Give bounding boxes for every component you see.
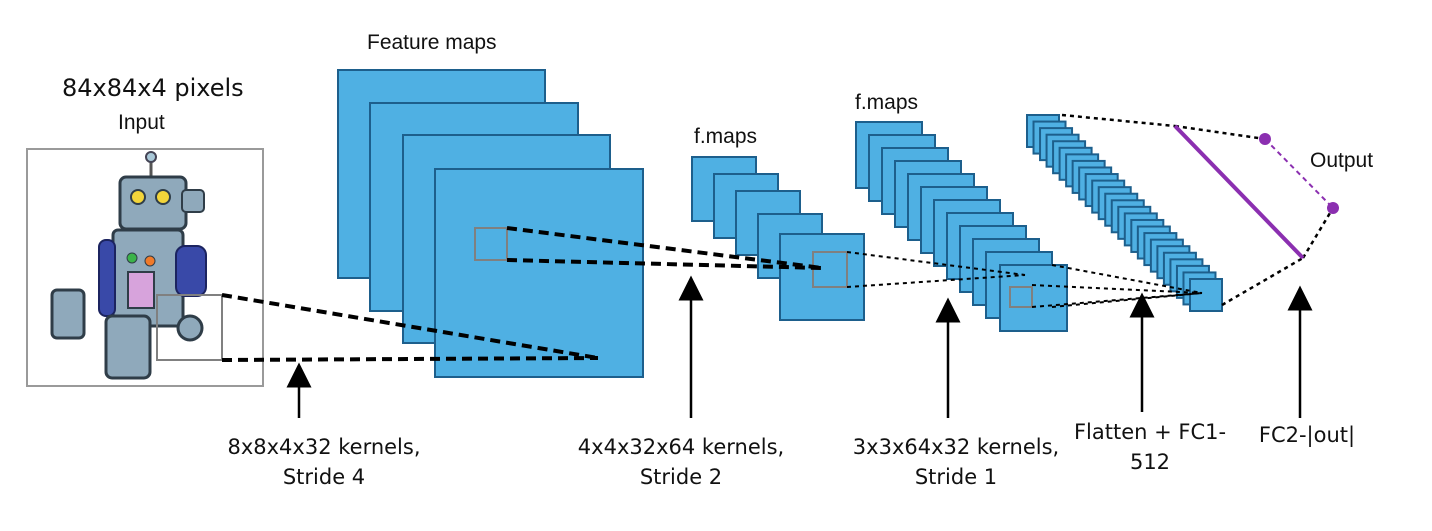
output-node — [1327, 202, 1339, 214]
feature-map — [999, 264, 1068, 332]
input-label: Input — [118, 111, 165, 134]
caption-conv1-line1: 8x8x4x32 kernels, — [227, 435, 421, 459]
caption-conv1: 8x8x4x32 kernels, Stride 4 — [209, 432, 439, 492]
pointer-arrows — [286, 275, 1313, 418]
conv2-label: f.maps — [694, 125, 758, 148]
conv1-label: Feature maps — [367, 31, 497, 54]
caption-conv1-line2: Stride 4 — [282, 465, 366, 489]
output-layer — [1173, 124, 1339, 260]
fc1-unit — [1189, 278, 1223, 312]
feature-maps-conv1 — [337, 69, 644, 378]
caption-conv3-line1: 3x3x64x32 kernels, — [852, 435, 1060, 459]
receptive-field-1 — [156, 294, 223, 361]
receptive-field-2 — [474, 227, 508, 261]
caption-conv2: 4x4x32x64 kernels, Stride 2 — [565, 432, 797, 492]
receptive-field-4 — [1009, 286, 1033, 308]
input-size-label: 84x84x4 pixels — [62, 74, 244, 102]
conv3-label: f.maps — [855, 91, 919, 114]
output-node — [1259, 133, 1271, 145]
caption-conv2-line2: Stride 2 — [639, 465, 723, 489]
output-label: Output — [1310, 149, 1374, 172]
caption-fc2: FC2-|out| — [1240, 420, 1374, 450]
output-connector — [1264, 138, 1334, 209]
caption-fc1-line1: Flatten + FC1- — [1073, 420, 1227, 444]
caption-fc2-line1: FC2-|out| — [1258, 423, 1356, 447]
input-image — [26, 148, 264, 387]
feature-maps-conv2 — [691, 156, 865, 321]
caption-fc1: Flatten + FC1- 512 — [1062, 417, 1238, 477]
caption-conv3: 3x3x64x32 kernels, Stride 1 — [839, 432, 1073, 492]
caption-conv2-line1: 4x4x32x64 kernels, — [577, 435, 785, 459]
fc2-weights-line — [1173, 124, 1305, 260]
fc1-layer — [1026, 114, 1223, 312]
caption-fc1-line2: 512 — [1129, 450, 1171, 474]
projection-lines — [221, 113, 1335, 362]
caption-conv3-line2: Stride 1 — [914, 465, 998, 489]
robot-icon — [50, 151, 207, 380]
